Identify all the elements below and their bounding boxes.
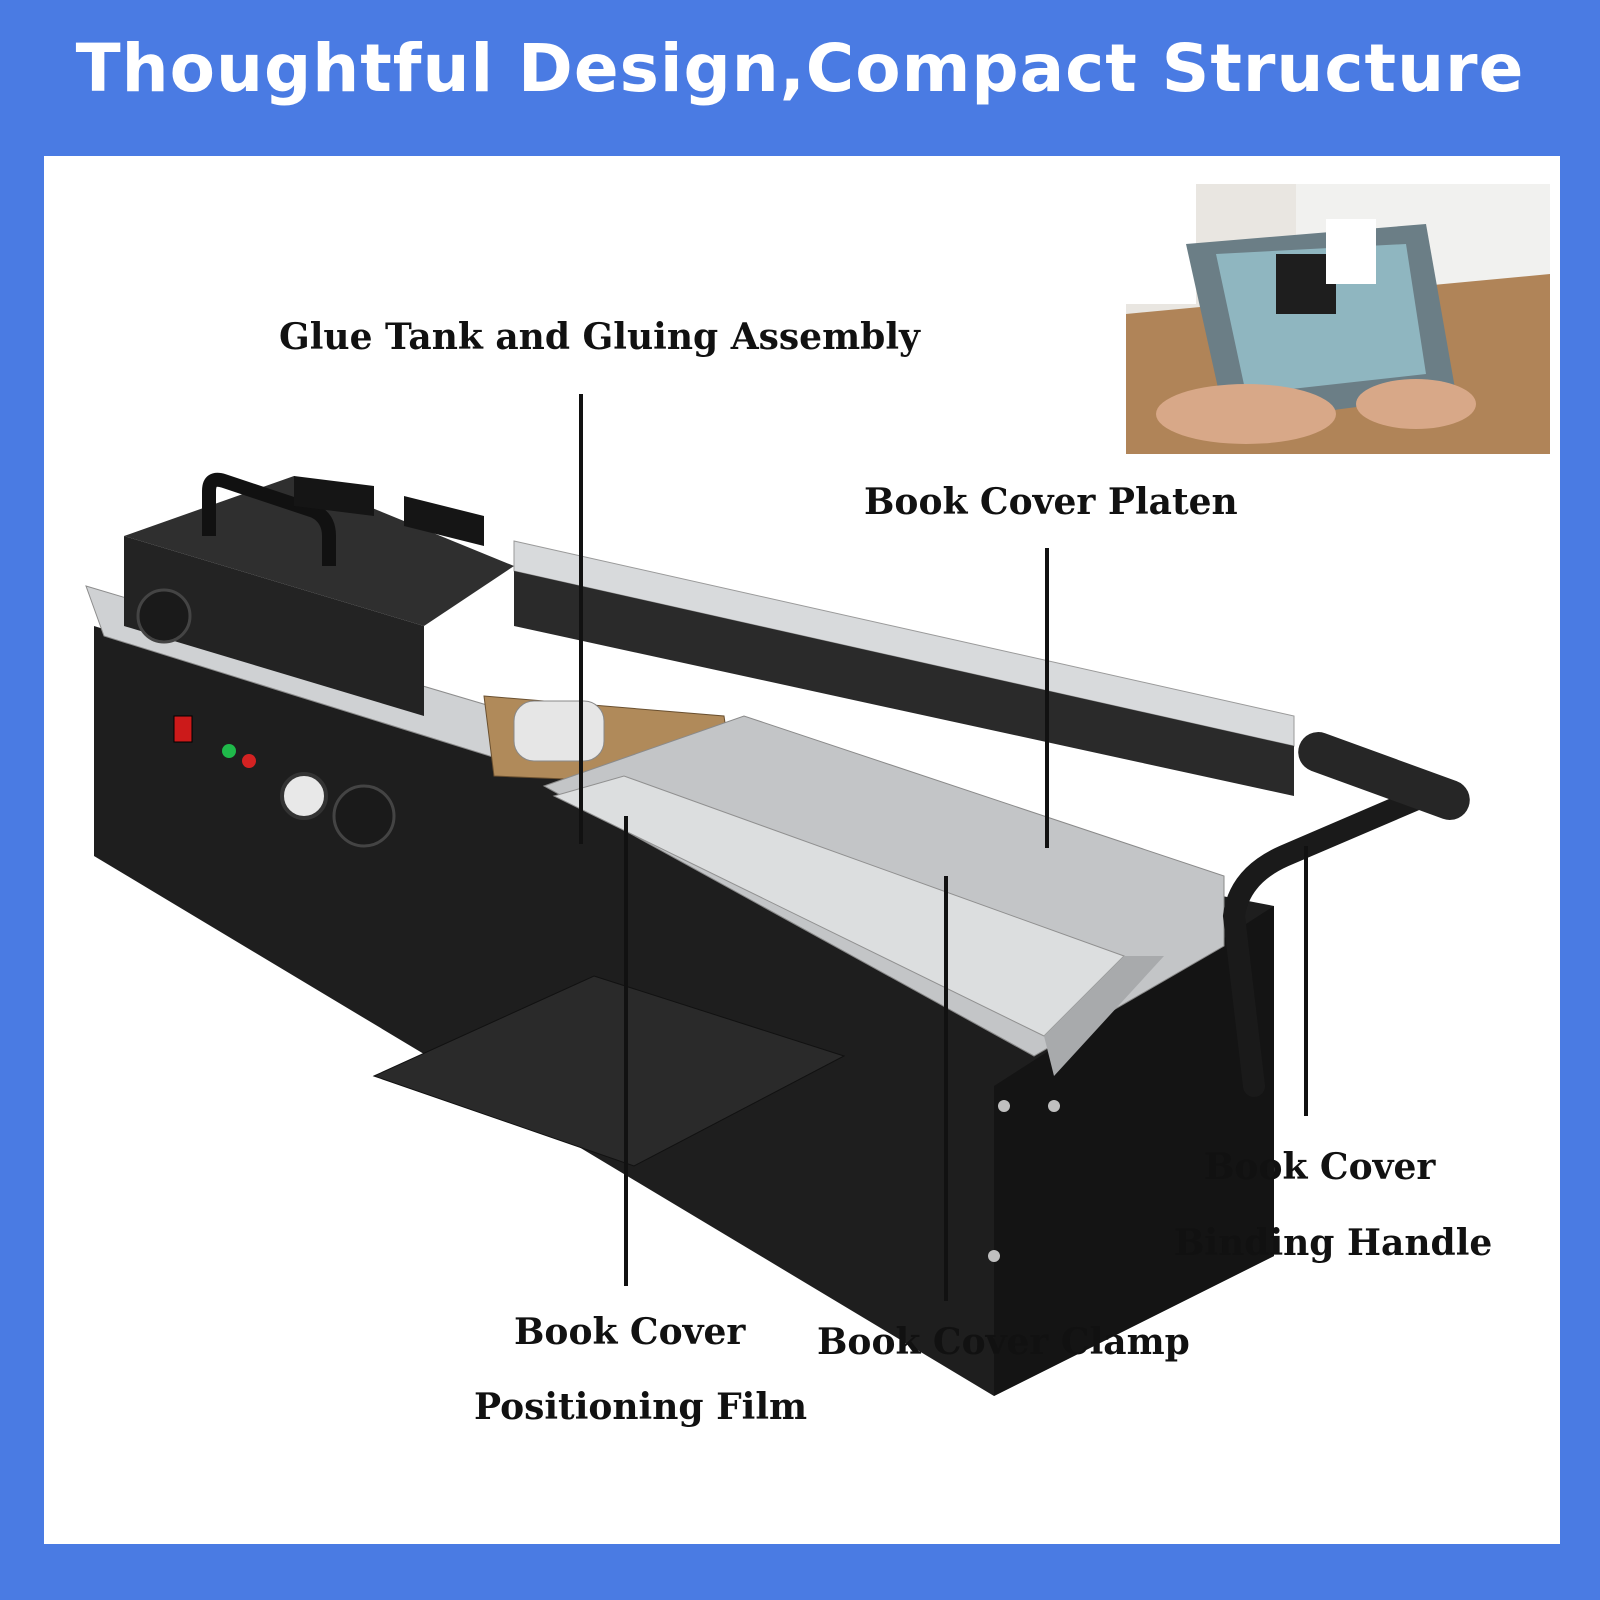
knob-right — [332, 784, 396, 848]
label-positioning-film-line1: Book Cover — [514, 1311, 746, 1353]
pointer-glue-tank — [579, 394, 583, 844]
power-switch — [173, 715, 193, 743]
label-cover-clamp: Book Cover Clamp — [817, 1321, 1190, 1363]
knob-left — [136, 588, 192, 644]
product-panel: Glue Tank and Gluing Assembly Book Cover… — [44, 156, 1560, 1544]
usage-inset-photo — [1126, 184, 1550, 454]
label-binding-handle-line1: Book Cover — [1204, 1146, 1436, 1188]
temperature-dial — [280, 772, 328, 820]
label-glue-tank: Glue Tank and Gluing Assembly — [279, 316, 920, 358]
pointer-positioning-film — [624, 816, 628, 1286]
pointer-binding-handle — [1304, 846, 1308, 1116]
page-headline: Thoughtful Design,Compact Structure — [75, 30, 1525, 107]
crank-handle — [1222, 785, 1435, 1097]
green-light — [222, 744, 236, 758]
pointer-cover-platen — [1045, 548, 1049, 848]
label-cover-platen: Book Cover Platen — [864, 481, 1238, 523]
glue-head — [124, 536, 424, 716]
feed-tray — [372, 975, 846, 1167]
binding-machine-illustration — [85, 472, 1470, 1396]
pointer-cover-clamp — [944, 876, 948, 1301]
label-binding-handle-line2: Binding Handle — [1174, 1222, 1493, 1264]
red-light — [242, 754, 256, 768]
label-positioning-film-line2: Positioning Film — [474, 1386, 808, 1428]
